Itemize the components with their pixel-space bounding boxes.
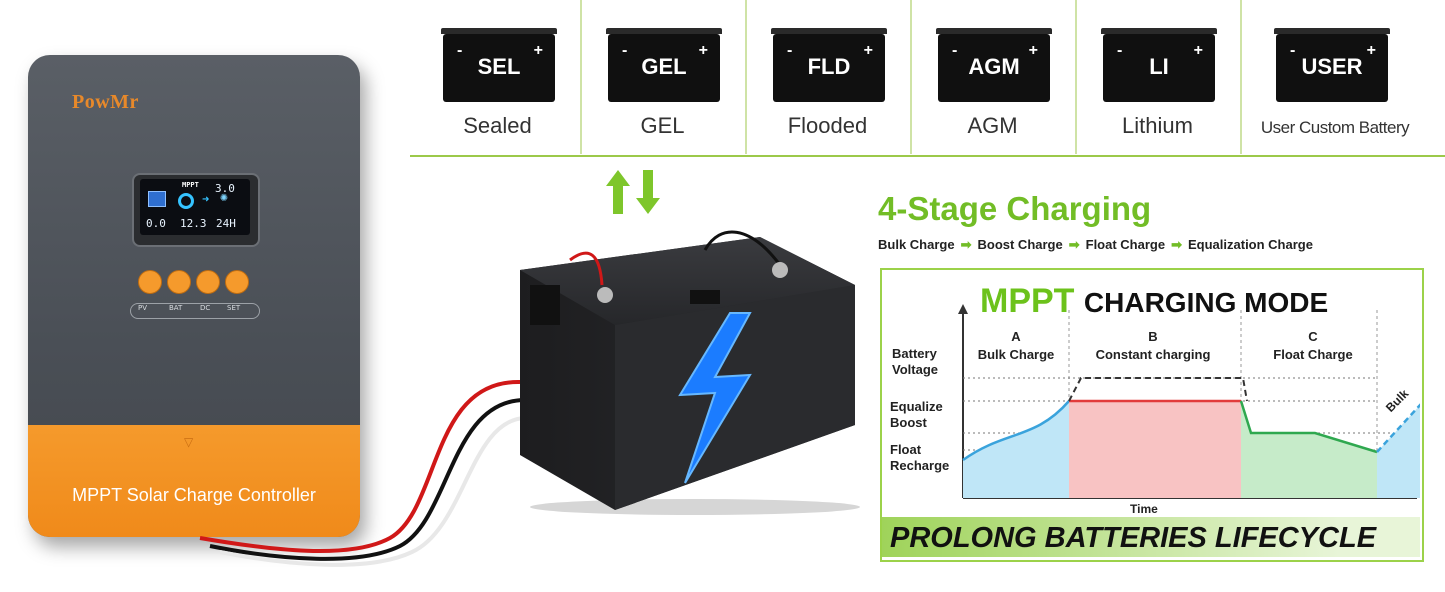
mppt-charging-graph xyxy=(958,304,1420,499)
battery-code: LI xyxy=(1149,54,1169,79)
mppt-title: MPPT CHARGING MODE xyxy=(980,282,1328,321)
battery-code: GEL xyxy=(641,54,687,79)
battery-type-strip: -+ SEL Sealed -+ GEL GEL -+ FLD Flooded … xyxy=(410,0,1445,157)
stage-step: Equalization Charge xyxy=(1188,237,1313,252)
battery-icon: -+ GEL xyxy=(606,28,722,102)
stage-step: Boost Charge xyxy=(977,237,1063,252)
arrow-right-icon: ➡ xyxy=(960,237,972,252)
pv-button[interactable] xyxy=(138,270,162,294)
bat-button-label: BAT xyxy=(169,304,183,312)
lcd-value-left: 0.0 xyxy=(146,217,166,230)
stage-title: 4-Stage Charging xyxy=(878,190,1152,227)
battery-type-name: User Custom Battery xyxy=(1260,118,1410,137)
gauge-icon xyxy=(178,193,194,209)
solar-panel-icon xyxy=(148,191,166,207)
lcd-value-right: 24H xyxy=(216,217,236,230)
controller-title: MPPT Solar Charge Controller xyxy=(72,485,316,505)
chevron-down-icon: ▽ xyxy=(184,435,194,449)
y-label-equalize-boost: Equalize Boost xyxy=(890,399,943,430)
battery-type-user: -+ USER User Custom Battery xyxy=(1240,0,1440,154)
mppt-title-highlight: MPPT xyxy=(980,282,1075,320)
y-label-battery-voltage: Battery Voltage xyxy=(892,346,938,377)
arrow-right-icon: ➡ xyxy=(1171,237,1182,252)
battery-type-name: Sealed xyxy=(463,113,532,138)
arrow-icon: ➜ xyxy=(202,192,210,206)
charge-controller: PowMr MPPT 3.0 ➜ ✺ 0.0 12.3 24H PV BAT D… xyxy=(28,55,360,537)
y-label-float-recharge: Float Recharge xyxy=(890,442,950,473)
battery-type-sealed: -+ SEL Sealed xyxy=(415,0,582,154)
dc-button[interactable] xyxy=(196,270,220,294)
battery-code: SEL xyxy=(477,54,521,79)
battery-type-gel: -+ GEL GEL xyxy=(580,0,747,154)
up-down-arrows-icon xyxy=(606,170,660,214)
dc-button-label: DC xyxy=(200,304,211,312)
lcd-value-mid: 12.3 xyxy=(180,217,207,230)
prolong-banner-text: PROLONG BATTERIES LIFECYCLE xyxy=(890,522,1377,554)
battery-icon: -+ FLD xyxy=(771,28,887,102)
stage-step: Bulk Charge xyxy=(878,237,955,252)
set-button-label: SET xyxy=(227,304,241,312)
battery-wires xyxy=(199,379,526,567)
battery-code: AGM xyxy=(968,54,1020,79)
stage-step: Float Charge xyxy=(1085,237,1166,252)
controller-bottom-panel xyxy=(28,425,360,537)
button-label-strip: PV BAT DC SET xyxy=(130,303,260,319)
battery-type-name: AGM xyxy=(967,113,1018,138)
set-button[interactable] xyxy=(225,270,249,294)
bulb-icon: ✺ xyxy=(220,190,228,205)
lcd-screen: MPPT 3.0 ➜ ✺ 0.0 12.3 24H xyxy=(140,179,250,235)
battery-icon: -+ AGM xyxy=(936,28,1052,102)
x-axis-label: Time xyxy=(1130,502,1158,516)
battery-type-name: Flooded xyxy=(787,113,868,138)
battery-type-flooded: -+ FLD Flooded xyxy=(745,0,912,154)
battery-icon: -+ LI xyxy=(1101,28,1217,102)
battery-icon: -+ USER xyxy=(1274,28,1390,102)
battery-code: USER xyxy=(1301,54,1363,79)
battery-image xyxy=(520,230,860,515)
battery-code: FLD xyxy=(807,54,851,79)
battery-icon: -+ SEL xyxy=(441,28,557,102)
bat-button[interactable] xyxy=(167,270,191,294)
arrow-right-icon: ➡ xyxy=(1068,237,1080,252)
mppt-title-rest: CHARGING MODE xyxy=(1083,287,1329,318)
battery-type-lithium: -+ LI Lithium xyxy=(1075,0,1242,154)
battery-type-name: Lithium xyxy=(1122,113,1193,138)
battery-type-name: GEL xyxy=(640,113,685,138)
prolong-banner: PROLONG BATTERIES LIFECYCLE xyxy=(882,517,1420,557)
battery-type-agm: -+ AGM AGM xyxy=(910,0,1077,154)
lcd-value-top: 3.0 xyxy=(215,182,235,195)
pv-button-label: PV xyxy=(138,304,148,312)
brand-logo: PowMr xyxy=(72,91,139,113)
stage-steps: Bulk Charge ➡ Boost Charge ➡ Float Charge ➡ Eq… xyxy=(878,237,1313,253)
lcd-header: MPPT xyxy=(182,181,199,189)
